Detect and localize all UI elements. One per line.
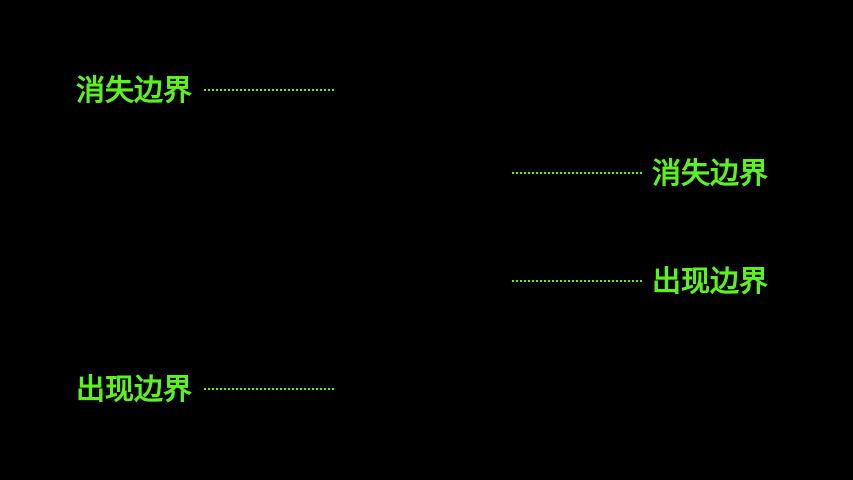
- appear-boundary-label: 出现边界: [652, 264, 769, 298]
- appear-boundary-marker-bottom-left: 出现边界: [76, 371, 335, 407]
- dotted-guide-line: [204, 388, 335, 390]
- disappear-boundary-label: 消失边界: [76, 73, 193, 107]
- dotted-guide-line: [512, 280, 642, 282]
- disappear-boundary-marker-right: 消失边界: [512, 155, 768, 191]
- appear-boundary-label: 出现边界: [76, 372, 193, 406]
- disappear-boundary-label: 消失边界: [652, 156, 769, 190]
- appear-boundary-marker-right: 出现边界: [512, 263, 768, 299]
- dotted-guide-line: [512, 172, 642, 174]
- dotted-guide-line: [204, 89, 335, 91]
- disappear-boundary-marker-top-left: 消失边界: [76, 72, 335, 108]
